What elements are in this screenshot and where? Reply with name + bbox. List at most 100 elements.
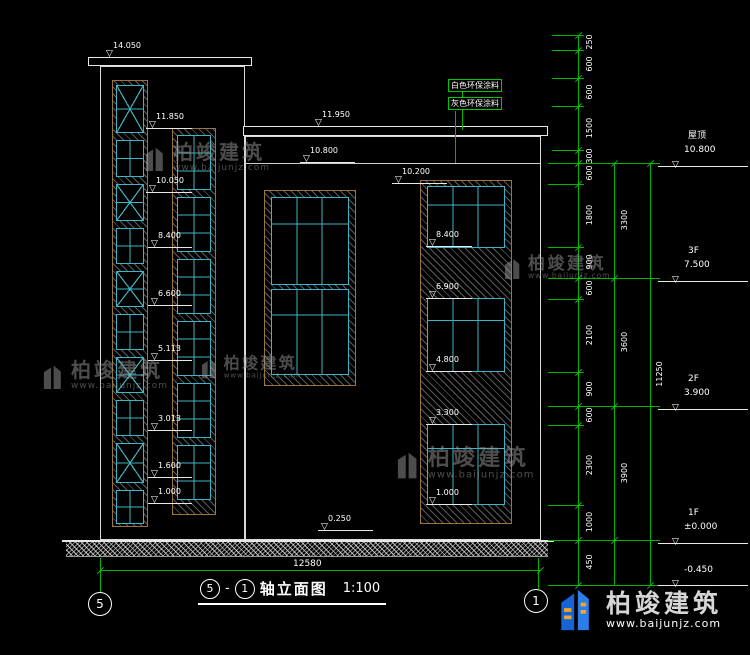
floor-line: ▽ xyxy=(658,158,748,170)
elevation-marker: 10.050 ▽ xyxy=(146,177,192,193)
parapet-line-10800 xyxy=(246,163,540,164)
title-text: 轴立面图 xyxy=(259,580,328,598)
window xyxy=(116,271,144,307)
extension-line xyxy=(552,106,584,107)
extension-line xyxy=(100,558,101,592)
elevation-marker: 8.400 ▽ xyxy=(426,231,472,247)
floor-elevation: 3.900 xyxy=(684,388,710,399)
elevation-marker: 11.850 ▽ xyxy=(146,113,192,129)
axis-bubble-1: 1 xyxy=(524,589,548,613)
window xyxy=(116,85,144,133)
elevation-triangle-icon: ▽ xyxy=(151,496,158,503)
leader-line xyxy=(455,111,456,163)
brand-name: 柏竣建筑 xyxy=(606,588,723,618)
dim-value: 1000 xyxy=(585,511,594,533)
extension-line xyxy=(552,35,584,36)
floor-elevation: -0.450 xyxy=(684,565,714,575)
extension-line xyxy=(548,372,584,373)
window xyxy=(271,289,349,375)
paint-note-white: 白色环保涂料 xyxy=(448,79,502,92)
elevation-triangle-icon: ▽ xyxy=(151,470,158,477)
window xyxy=(177,259,211,314)
dim-value: 2100 xyxy=(585,324,594,346)
bottom-dim-value: 12580 xyxy=(290,559,325,569)
floor-label: 3F xyxy=(688,246,699,256)
elevation-value: 10.800 xyxy=(310,146,338,155)
elevation-value: 8.400 xyxy=(436,230,459,239)
window xyxy=(177,135,211,190)
window-group-right xyxy=(420,180,512,524)
brand-logo-icon xyxy=(43,365,61,389)
elevation-value: 11.850 xyxy=(156,112,184,121)
window xyxy=(427,186,505,248)
ground-line xyxy=(62,540,554,542)
elevation-marker: 3.300 ▽ xyxy=(426,409,472,425)
window xyxy=(116,140,144,177)
elevation-triangle-icon: ▽ xyxy=(106,50,113,57)
window xyxy=(116,443,144,483)
ground-hatch xyxy=(66,542,548,557)
extension-line xyxy=(548,505,584,506)
elevation-value: 10.200 xyxy=(402,167,430,176)
elevation-triangle-icon: ▽ xyxy=(672,536,679,547)
elevation-triangle-icon: ▽ xyxy=(151,298,158,305)
elevation-marker: 8.400 ▽ xyxy=(148,232,192,248)
elevation-triangle-icon: ▽ xyxy=(151,423,158,430)
elevation-value: 14.050 xyxy=(113,41,141,50)
elevation-value: 6.600 xyxy=(158,289,181,298)
elevation-triangle-icon: ▽ xyxy=(429,497,436,504)
extension-line xyxy=(548,425,584,426)
window xyxy=(116,314,144,350)
window xyxy=(116,490,144,524)
elevation-marker: 1.000 ▽ xyxy=(426,489,472,505)
dim-value: 3300 xyxy=(620,209,629,231)
elevation-triangle-icon: ▽ xyxy=(672,579,679,590)
elevation-marker: 3.013 ▽ xyxy=(148,415,192,431)
floor-extension-line xyxy=(548,540,660,541)
elevation-marker: 6.900 ▽ xyxy=(426,283,472,299)
dim-value: 450 xyxy=(585,554,594,570)
window xyxy=(427,424,505,505)
extension-line xyxy=(548,299,584,300)
drawing-title: 5 - 1 轴立面图 1:100 xyxy=(198,578,387,605)
window xyxy=(177,445,211,500)
elevation-triangle-icon: ▽ xyxy=(151,240,158,247)
elevation-value: 1.000 xyxy=(158,487,181,496)
elevation-marker: 0.250 ▽ xyxy=(318,515,373,531)
floor-line: ▽ xyxy=(658,273,748,285)
dim-value: 600 xyxy=(585,165,594,181)
dim-value: 2300 xyxy=(585,454,594,476)
floor-label: 屋顶 xyxy=(688,131,707,141)
axis-bubble-5: 5 xyxy=(88,592,112,616)
floor-line: ▽ xyxy=(658,577,748,590)
extension-line xyxy=(538,558,539,589)
brand-logo-icon xyxy=(561,589,589,631)
floor-line: ▽ xyxy=(658,535,748,547)
elevation-triangle-icon: ▽ xyxy=(429,364,436,371)
floor-extension-line xyxy=(548,406,660,407)
elevation-marker: 5.113 ▽ xyxy=(148,345,192,361)
title-axis-end-bubble: 1 xyxy=(234,578,255,599)
elevation-value: 10.050 xyxy=(156,176,184,185)
elevation-triangle-icon: ▽ xyxy=(672,402,679,413)
floor-elevation: 7.500 xyxy=(684,260,710,271)
elevation-triangle-icon: ▽ xyxy=(303,155,310,162)
title-scale: 1:100 xyxy=(342,581,381,596)
floor-extension-line xyxy=(548,163,660,164)
floor-marker-basement: -0.450 ▽ xyxy=(658,563,748,590)
floor-extension-line xyxy=(548,585,660,586)
elevation-value: 3.300 xyxy=(436,408,459,417)
elevation-marker: 4.800 ▽ xyxy=(426,356,472,372)
elevation-value: 6.900 xyxy=(436,282,459,291)
extension-line xyxy=(548,247,584,248)
elevation-triangle-icon: ▽ xyxy=(672,159,679,170)
elevation-marker: 1.000 ▽ xyxy=(148,488,192,504)
dim-chain-line xyxy=(650,163,651,585)
floor-extension-line xyxy=(548,278,660,279)
elevation-value: 4.800 xyxy=(436,355,459,364)
extension-line xyxy=(548,184,584,185)
elevation-value: 11.950 xyxy=(322,110,350,119)
elevation-marker: 14.050 ▽ xyxy=(103,42,163,58)
bottom-dim-line xyxy=(100,570,540,571)
window xyxy=(116,184,144,221)
